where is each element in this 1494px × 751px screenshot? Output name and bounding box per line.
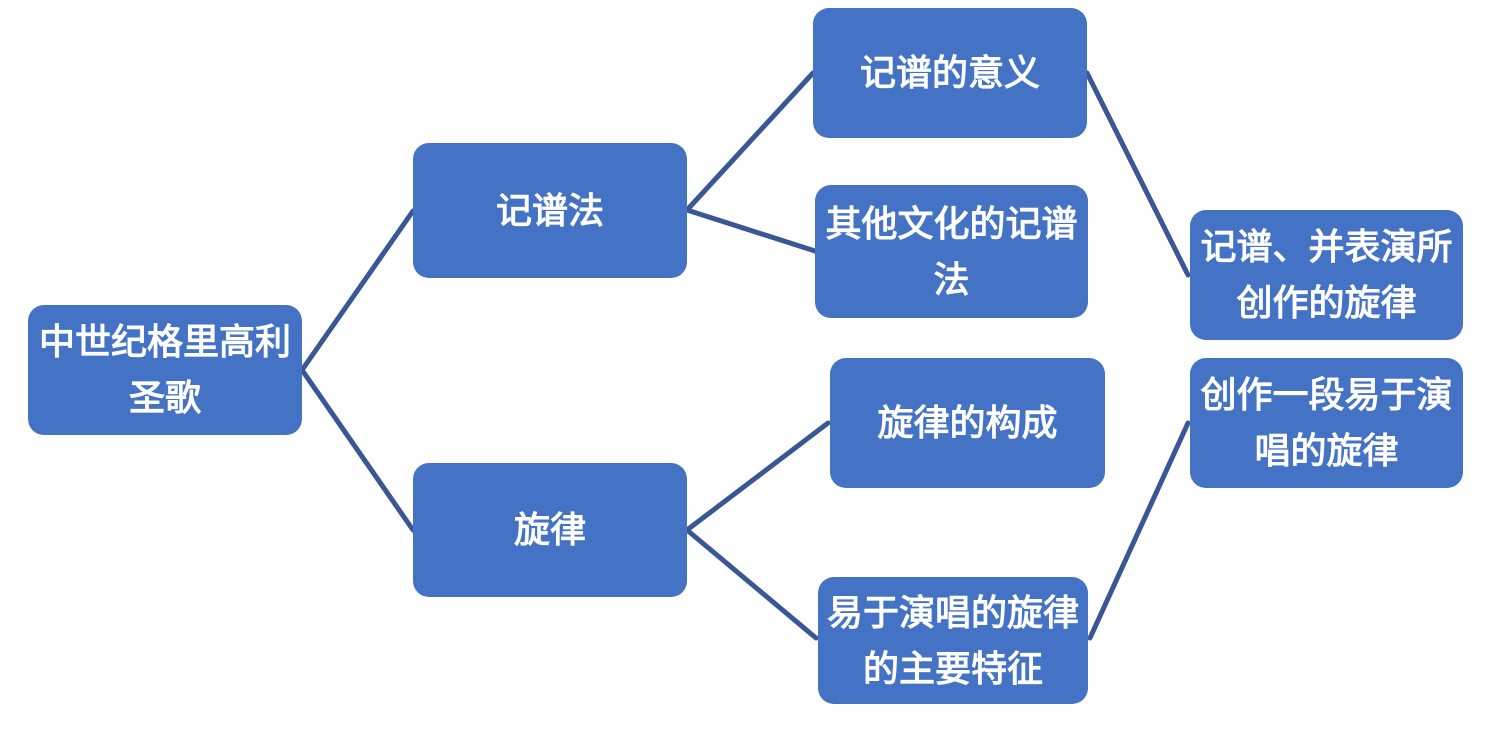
connector-notation-meaning	[684, 70, 816, 213]
connector-melody-composition	[684, 420, 831, 533]
node-singable-melody-features: 易于演唱的旋律 的主要特征	[818, 577, 1088, 704]
node-notation: 记谱法	[413, 143, 687, 278]
connector-meaning-notate-perform	[1084, 70, 1191, 278]
node-create-singable-melody: 创作一段易于演 唱的旋律	[1190, 358, 1463, 488]
node-notate-and-perform: 记谱、并表演所 创作的旋律	[1190, 210, 1463, 340]
node-melody: 旋律	[413, 463, 687, 597]
node-notation-meaning: 记谱的意义	[813, 8, 1087, 138]
node-other-cultures-notation: 其他文化的记谱 法	[815, 185, 1088, 318]
connector-root-notation	[299, 208, 416, 373]
connector-root-melody	[299, 367, 416, 533]
connector-notation-other-cultures	[684, 207, 818, 254]
connector-melody-features	[684, 527, 819, 641]
node-melody-composition: 旋律的构成	[830, 358, 1105, 488]
node-root: 中世纪格里高利 圣歌	[28, 305, 302, 435]
